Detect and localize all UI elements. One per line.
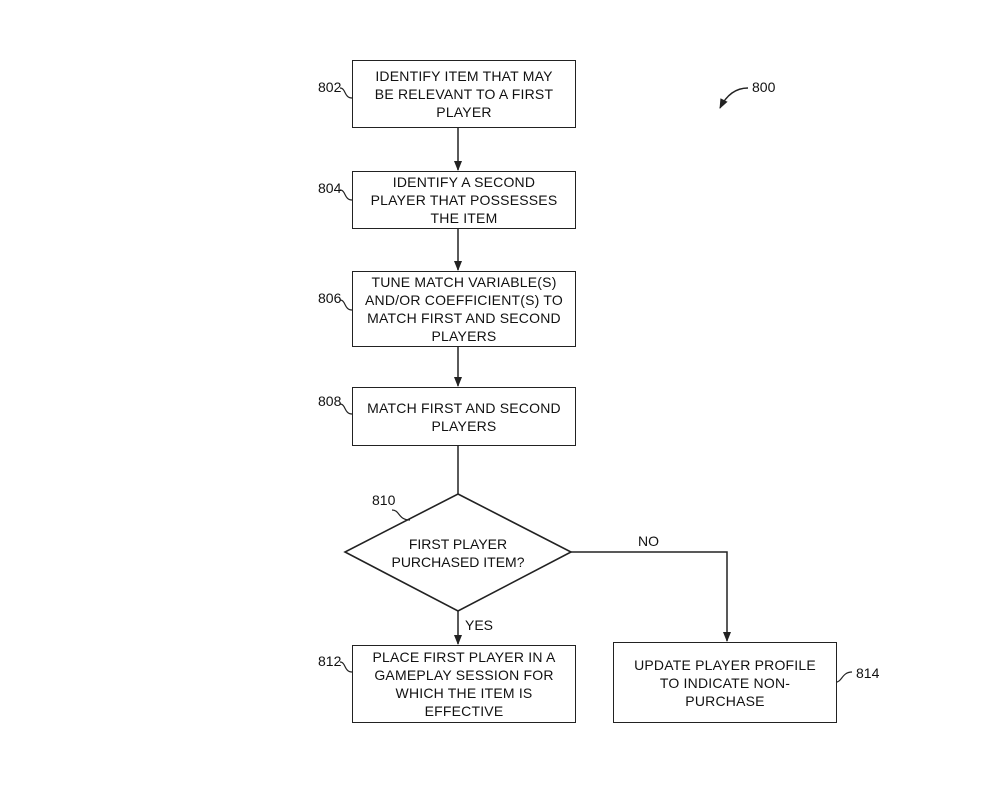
outcome-box-812: PLACE FIRST PLAYER IN A GAMEPLAY SESSION… [352, 645, 576, 723]
decision-text: FIRST PLAYER PURCHASED ITEM? [391, 536, 525, 570]
step-ref-802: 802 [318, 79, 342, 95]
step-ref-804: 804 [318, 180, 342, 196]
leader-812 [339, 661, 353, 673]
step-ref-808: 808 [318, 393, 342, 409]
figure-ref-label: 800 [752, 79, 776, 95]
outcome-ref-812: 812 [318, 653, 342, 669]
no-label: NO [638, 533, 659, 549]
yes-label: YES [465, 617, 494, 633]
leader-810 [391, 509, 411, 521]
leader-804 [339, 189, 353, 201]
leader-802 [339, 87, 353, 99]
step-box-802: IDENTIFY ITEM THAT MAY BE RELEVANT TO A … [352, 60, 576, 128]
leader-806 [339, 299, 353, 311]
line-no [571, 551, 731, 642]
step-ref-806: 806 [318, 290, 342, 306]
decision-ref-810: 810 [372, 492, 396, 508]
leader-814 [835, 671, 853, 683]
step-box-804: IDENTIFY A SECOND PLAYER THAT POSSESSES … [352, 171, 576, 229]
figure-pointer-arrow [719, 87, 749, 109]
leader-808 [339, 403, 353, 415]
outcome-ref-814: 814 [856, 665, 880, 681]
step-box-808: MATCH FIRST AND SECOND PLAYERS [352, 387, 576, 446]
outcome-box-814: UPDATE PLAYER PROFILE TO INDICATE NON- P… [613, 642, 837, 723]
step-box-806: TUNE MATCH VARIABLE(S) AND/OR COEFFICIEN… [352, 271, 576, 347]
